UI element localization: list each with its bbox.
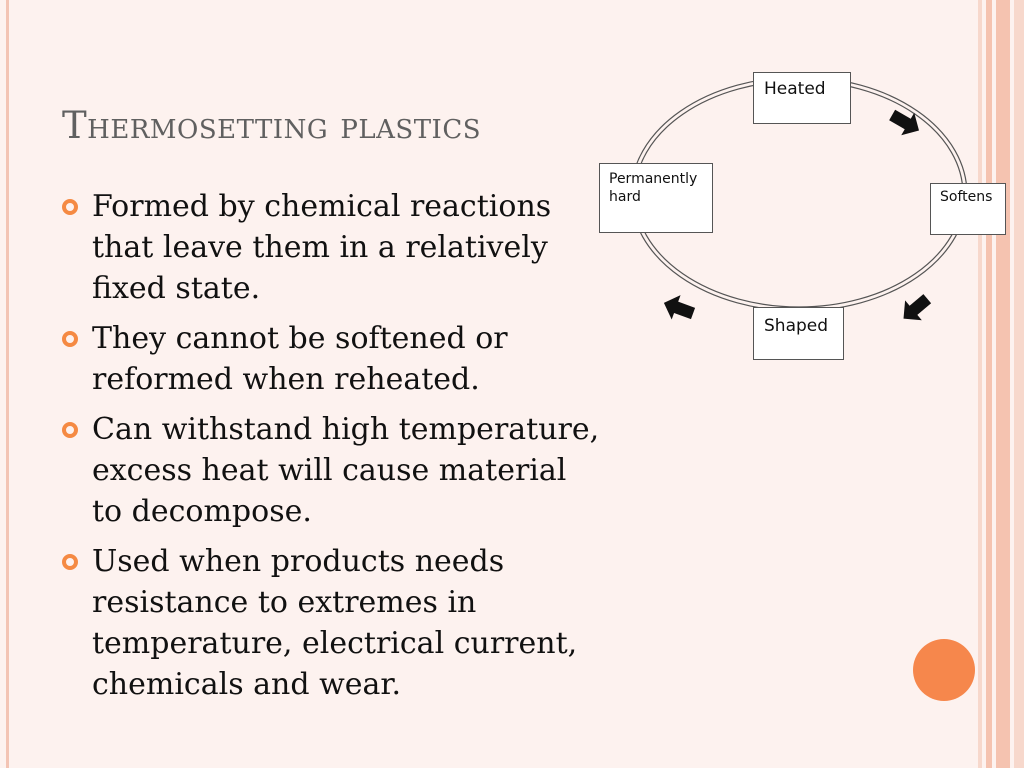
slide-title: Thermosetting plastics [62,104,482,147]
bullet-text: Used when products needs resistance to e… [92,544,578,702]
bullet-ring-icon [62,554,78,570]
arrow-icon [889,109,919,136]
bullet-text: They cannot be softened or reformed when… [92,321,508,397]
bullet-item: Formed by chemical reactions that leave … [62,186,602,309]
node-heated: Heated [753,72,851,124]
node-heated-label: Heated [764,79,826,99]
decorative-orange-circle [913,639,975,701]
arrow-icon [903,294,932,321]
bullet-ring-icon [62,199,78,215]
node-shaped-label: Shaped [764,316,829,336]
node-shaped: Shaped [753,307,844,360]
node-permanently-hard: Permanently hard [599,163,713,233]
node-softens-label: Softens [940,189,993,205]
arrow-icon [663,295,696,320]
bullet-item: Used when products needs resistance to e… [62,541,602,705]
bullet-ring-icon [62,422,78,438]
right-frame-stripes [978,0,1024,768]
bullet-ring-icon [62,331,78,347]
node-permanently-hard-label: Permanently hard [609,171,698,205]
bullet-item: Can withstand high temperature, excess h… [62,409,602,532]
left-frame-line [6,0,9,768]
bullet-text: Can withstand high temperature, excess h… [92,412,600,529]
bullet-text: Formed by chemical reactions that leave … [92,189,552,306]
bullet-item: They cannot be softened or reformed when… [62,318,602,400]
node-softens: Softens [930,183,1006,235]
bullet-list: Formed by chemical reactions that leave … [62,186,602,714]
